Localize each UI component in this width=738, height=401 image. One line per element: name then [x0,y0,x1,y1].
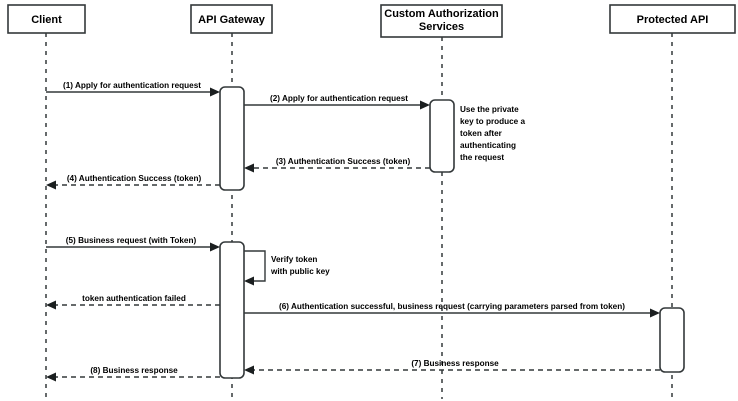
self-message-arrowhead [244,276,254,286]
participant-box-client[interactable] [7,4,86,34]
message-8[interactable]: (8) Business response [46,366,220,382]
message-token-failed-label: token authentication failed [82,294,186,303]
message-5-label: (5) Business request (with Token) [66,236,197,245]
self-message-path [244,250,266,282]
message-token-authentication-failed[interactable]: token authentication failed [46,294,220,310]
note-line-3: token after [460,129,503,138]
note-line-4: authenticating [460,141,516,150]
participant-header-api-gateway[interactable]: API Gateway [190,4,273,34]
message-5-arrowhead [210,242,220,252]
message-1-label: (1) Apply for authentication request [63,81,201,90]
message-2-label: (2) Apply for authentication request [270,94,408,103]
participant-label-client: Client [31,14,62,26]
message-4-label: (4) Authentication Success (token) [67,174,202,183]
activation-bar-api-gateway-business[interactable] [219,241,245,379]
activation-bar-custom-auth[interactable] [429,99,455,173]
message-4-arrowhead [46,180,56,190]
message-2-arrowhead [420,100,430,110]
message-1[interactable]: (1) Apply for authentication request [46,81,220,97]
participant-label-api-gateway: API Gateway [198,14,266,26]
message-3[interactable]: (3) Authentication Success (token) [244,157,430,173]
self-message-label-line2: with public key [270,267,330,276]
note-line-2: key to produce a [460,117,526,126]
participant-box-protected-api[interactable] [609,4,736,34]
message-2[interactable]: (2) Apply for authentication request [244,94,430,110]
message-7[interactable]: (7) Business response [244,359,660,375]
message-5[interactable]: (5) Business request (with Token) [46,236,220,252]
self-message-verify-token[interactable]: Verify token with public key [244,250,330,286]
message-3-label: (3) Authentication Success (token) [276,157,411,166]
message-3-arrowhead [244,163,254,173]
participant-box-api-gateway[interactable] [190,4,273,34]
message-6-arrowhead [650,308,660,318]
message-6[interactable]: (6) Authentication successful, business … [244,302,660,318]
note-line-1: Use the private [460,105,519,114]
note-custom-auth-private-key: Use the private key to produce a token a… [460,105,526,162]
participant-label-custom-auth-line2: Services [419,21,464,33]
message-6-label: (6) Authentication successful, business … [279,302,625,311]
lifelines-group [45,33,673,399]
participant-header-protected-api[interactable]: Protected API [609,4,736,34]
message-8-arrowhead [46,372,56,382]
participant-header-custom-auth[interactable]: Custom Authorization Services [380,4,503,38]
participant-label-custom-auth-line1: Custom Authorization [384,8,499,20]
message-7-label: (7) Business response [411,359,499,368]
participant-header-client[interactable]: Client [7,4,86,34]
self-message-label-line1: Verify token [271,255,317,264]
message-7-arrowhead [244,365,254,375]
participant-label-protected-api: Protected API [637,14,709,26]
message-token-failed-arrowhead [46,300,56,310]
participant-box-custom-auth[interactable] [380,4,503,38]
message-4[interactable]: (4) Authentication Success (token) [46,174,220,190]
activation-bar-protected-api[interactable] [659,307,685,373]
activation-bar-api-gateway-auth[interactable] [219,86,245,191]
note-line-5: the request [460,153,504,162]
message-8-label: (8) Business response [90,366,178,375]
message-1-arrowhead [210,87,220,97]
activation-bars-group [219,86,685,379]
